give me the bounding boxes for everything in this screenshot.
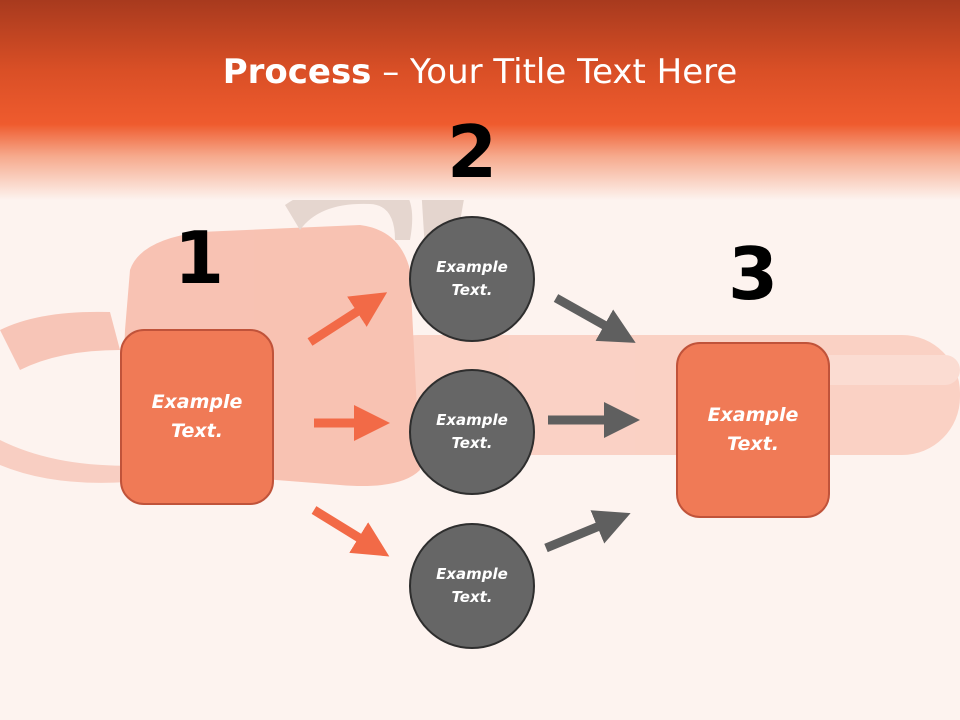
step-2-circle-middle: Example Text. bbox=[409, 369, 535, 495]
step-1-label: Example Text. bbox=[151, 391, 243, 442]
step-2-circle-bottom: Example Text. bbox=[409, 523, 535, 649]
circle-bottom-label: Example Text. bbox=[436, 565, 508, 606]
step-3-box: Example Text. bbox=[676, 342, 830, 518]
step-number-2: 2 bbox=[446, 110, 498, 194]
step-number-1: 1 bbox=[173, 216, 225, 300]
header-band bbox=[0, 0, 960, 200]
step-1-box: Example Text. bbox=[120, 329, 274, 505]
title-bold: Process bbox=[222, 52, 372, 92]
arrow-circle1-to-box3 bbox=[553, 294, 636, 343]
arrow-box1-to-circle3 bbox=[311, 506, 390, 557]
step-number-3: 3 bbox=[727, 232, 779, 316]
step-2-circle-top: Example Text. bbox=[409, 216, 535, 342]
step-3-label: Example Text. bbox=[707, 404, 799, 455]
arrow-box1-to-circle1 bbox=[307, 292, 388, 346]
arrow-circle3-to-box3 bbox=[544, 510, 631, 553]
page-title: Process – Your Title Text Here bbox=[0, 52, 960, 92]
title-rest: – Your Title Text Here bbox=[371, 52, 738, 92]
circle-middle-label: Example Text. bbox=[436, 411, 508, 452]
circle-top-label: Example Text. bbox=[436, 258, 508, 299]
